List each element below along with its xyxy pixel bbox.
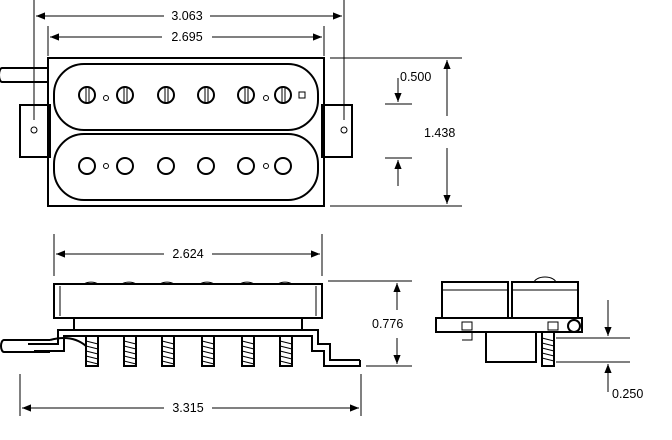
end-bobbin-left (441, 281, 509, 319)
pole-screw (157, 86, 175, 104)
slug (197, 157, 215, 175)
side-baseplate (28, 329, 360, 361)
top-view-lead-wire (0, 67, 48, 83)
dim-top-pole-spacing: 0.500 (400, 70, 431, 84)
slug (237, 157, 255, 175)
pole-screw (197, 86, 215, 104)
end-baseplate (435, 317, 583, 333)
dim-end-offset: 0.250 (612, 387, 643, 401)
pole-screw (116, 86, 134, 104)
mounting-hole-right (340, 126, 348, 134)
mounting-ear-left (19, 104, 51, 158)
top-view: 3.063 2.695 0.500 1.438 (0, 0, 462, 207)
small-hole (263, 163, 269, 169)
dim-top-cover-width: 2.695 (171, 30, 202, 44)
side-baseplate-underside (34, 335, 361, 367)
slug (116, 157, 134, 175)
mounting-ear-right (321, 104, 353, 158)
small-hole (103, 95, 109, 101)
dim-top-overall-height: 1.438 (424, 126, 455, 140)
side-view: 2.624 (0, 234, 412, 416)
end-screw-top (567, 319, 581, 333)
side-cover (53, 283, 323, 319)
small-hole (103, 163, 109, 169)
end-magnet (485, 331, 537, 363)
pickup-body-outline (47, 57, 325, 207)
bobbin-upper (53, 63, 319, 131)
slugs-lower (78, 157, 292, 175)
dim-side-height: 0.776 (372, 317, 403, 331)
bobbin-lower (53, 133, 319, 201)
end-bobbin-right (511, 281, 579, 319)
dim-side-cover-length: 2.624 (172, 247, 203, 261)
side-spacer (73, 317, 303, 331)
pole-screw (237, 86, 255, 104)
dim-top-overall-width: 3.063 (171, 9, 202, 23)
slug (78, 157, 96, 175)
side-lead-wire (0, 337, 87, 353)
slug (157, 157, 175, 175)
small-hole (263, 95, 269, 101)
pole-screw (274, 86, 292, 104)
small-square-hole (298, 91, 306, 99)
end-threaded-screw (541, 331, 555, 367)
dim-side-baseplate-length: 3.315 (172, 401, 203, 415)
slug (274, 157, 292, 175)
pole-screw (78, 86, 96, 104)
pole-screws-upper (78, 86, 306, 104)
side-screw-heads (83, 281, 293, 285)
end-view: 0.250 (435, 276, 643, 401)
end-screw-head (533, 276, 557, 284)
side-threaded-screws (85, 335, 293, 367)
mounting-hole-left (30, 126, 38, 134)
